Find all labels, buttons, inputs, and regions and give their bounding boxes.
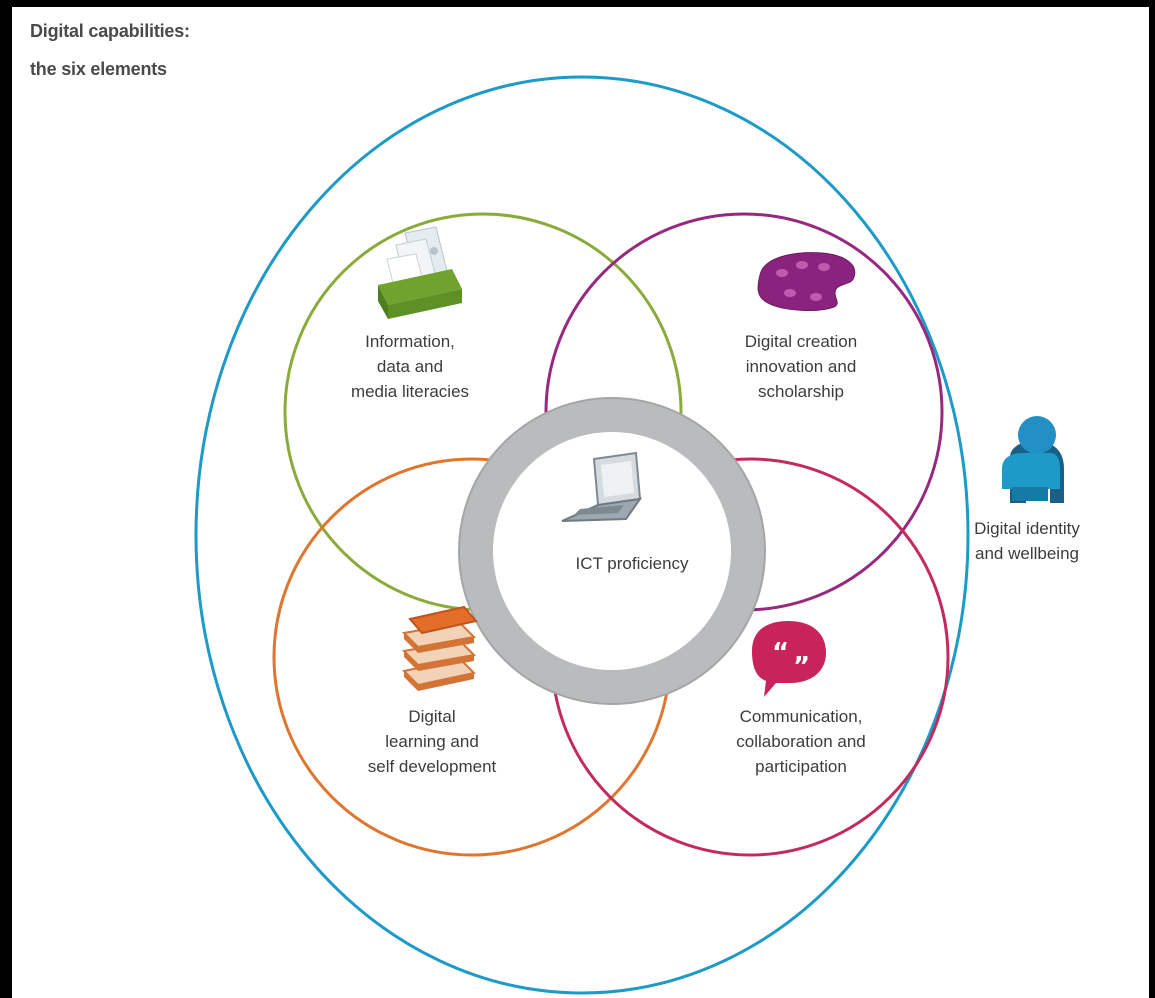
diagram-graphic: “ ” [194, 75, 1064, 995]
diagram-canvas: “ ” Digital capabilities: the six elemen… [12, 7, 1149, 998]
diagram-subtitle: the six elements [30, 59, 167, 79]
identity-circle [194, 75, 970, 995]
diagram-title: Digital capabilities: [30, 21, 190, 41]
learning-label: Digital learning and self development [367, 707, 497, 776]
svg-text:“: “ [772, 638, 789, 668]
palette-icon [757, 252, 856, 311]
communication-label: Communication, collaboration and partici… [736, 707, 866, 776]
file-box-icon [378, 226, 462, 319]
ict-label: ICT proficiency [575, 554, 689, 573]
books-icon [401, 605, 478, 691]
laptop-icon [561, 451, 643, 522]
person-icon [1002, 416, 1064, 503]
speech-bubble-icon: “ ” [752, 621, 826, 697]
svg-text:”: ” [793, 652, 810, 682]
identity-label: Digital identity and wellbeing [974, 519, 1080, 563]
ict-center [493, 432, 731, 670]
information-label: Information, data and media literacies [350, 332, 470, 401]
creation-label: Digital creation innovation and scholars… [744, 332, 858, 401]
